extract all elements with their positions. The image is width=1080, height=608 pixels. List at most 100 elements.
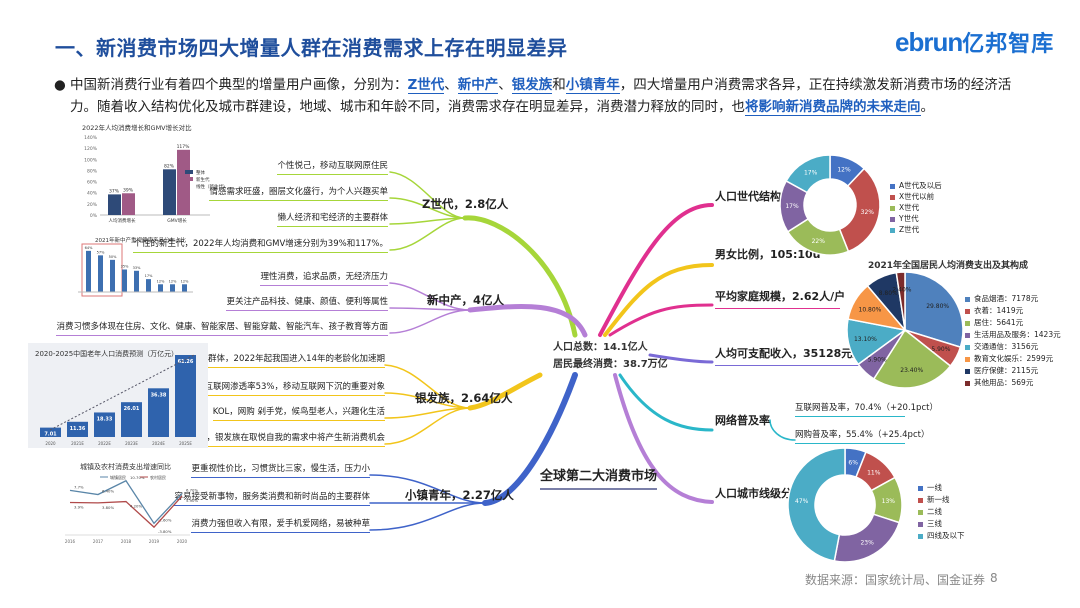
group-middle: 新中产，4亿人 (427, 293, 505, 307)
highlight-z: Z世代 (407, 77, 445, 94)
legend-item: 二线 (918, 506, 965, 518)
pie-label: 17% (804, 169, 818, 176)
pie-label: 47% (795, 498, 809, 505)
y-tick: 40% (87, 191, 98, 197)
pie-label: 5.90% (868, 357, 887, 364)
city-tier-label: 人口城市线级分布 (715, 487, 803, 500)
pie-label: 11% (867, 469, 881, 476)
y-tick: 60% (87, 180, 98, 186)
legend-label: 新生代 (196, 176, 210, 183)
legend-label: 线性（新生代） (196, 183, 228, 190)
pie-label: 22% (812, 238, 826, 245)
pie-label: 23% (860, 539, 874, 546)
sep: 、 (498, 77, 512, 93)
legend-label: 城镇居民 (110, 474, 126, 480)
intro-text: 中国新消费行业有着四个典型的增量用户画像，分别为： (70, 77, 408, 93)
pie-label: 10.80% (859, 307, 882, 314)
x-tick: 2024E (152, 441, 165, 446)
pie-label: 5.90% (931, 346, 950, 353)
legend-item: 生活用品及服务：1423元 (965, 329, 1061, 341)
logo-en: ebrun (895, 27, 963, 57)
bar (67, 421, 88, 437)
bar-label: 64% (85, 246, 93, 250)
y-tick: 140% (84, 135, 98, 141)
sep: 、 (444, 77, 458, 93)
x-tick: 人均消费增长 (109, 217, 136, 224)
legend-item: 交通通信：3156元 (965, 341, 1061, 353)
leaf: 与时俱进的消费群体，2022年起我国进入14年的老龄化加速期 (148, 352, 385, 368)
data-label: 3.80% (102, 505, 114, 510)
bar-label: 36.38 (151, 392, 167, 398)
legend-item: 居住：5641元 (965, 317, 1061, 329)
data-label: 3.9% (74, 505, 84, 510)
group-town: 小镇青年，2.27亿人 (405, 488, 514, 502)
x-tick: 2021E (71, 441, 84, 446)
leaf: 更重视性价比，习惯货比三家，慢生活，压力小 (191, 462, 370, 478)
pie-slice-0 (904, 271, 964, 349)
bar-label: 26.01 (124, 406, 140, 412)
pie-label: 2.40% (892, 287, 911, 294)
bar (40, 427, 61, 437)
bar (98, 255, 103, 292)
legend-label: 整体 (196, 169, 205, 176)
bar (146, 279, 151, 292)
ebrun-logo: ebrun亿邦智库 (895, 26, 1054, 58)
y-tick: 80% (87, 168, 98, 174)
bar-label: 18.33 (97, 416, 113, 422)
bar (163, 169, 176, 215)
internet-rate: 互联网普及率，70.4%（+20.1pct） (795, 401, 938, 417)
highlight-future: 将影响新消费品牌的未来走向 (745, 99, 921, 116)
pie-label: 13.10% (854, 336, 877, 343)
bar-label: 37% (109, 188, 120, 194)
bar (182, 284, 187, 292)
data-label: 6.40% (102, 489, 114, 494)
y-tick: 120% (84, 146, 98, 152)
leaf: 理性消费，追求品质，无经济压力 (260, 270, 388, 286)
urban-rural-title: 城镇及农村消费支出增速同比 (80, 463, 171, 471)
gender-ratio: 男女比例，105:10u (715, 248, 821, 261)
bar-label: 12% (157, 279, 165, 283)
spending-legend: 食品烟酒：7178元衣着：1419元居住：5641元生活用品及服务：1423元交… (965, 293, 1061, 389)
data-label: 7.7% (74, 484, 84, 489)
bar-label: 117% (177, 144, 191, 150)
x-tick: 2020 (177, 539, 188, 544)
bar-label: 50% (109, 255, 117, 259)
data-label: -3.80% (158, 529, 172, 534)
internet-label: 网络普及率 (715, 414, 770, 427)
leaf: 有闲有钱肯花钱，银发族在取悦自我的需求中将产生新消费机会 (146, 431, 385, 447)
elderly-title: 2020-2025中国老年人口消费预测（万亿元） (35, 350, 179, 358)
legend-swatch (185, 177, 193, 181)
household-size: 平均家庭规模，2.62人/户 (715, 288, 845, 309)
pie-slice-4 (787, 447, 846, 562)
legend-item: Y世代 (890, 213, 942, 224)
bar (86, 250, 91, 292)
legend-item: 新一线 (918, 494, 965, 506)
bar (122, 269, 127, 292)
spending-title: 2021年全国居民人均消费支出及其构成 (868, 261, 1029, 271)
legend-item: 四线及以下 (918, 530, 965, 542)
pie-label: 32% (861, 209, 875, 216)
pie-slice-2 (872, 328, 952, 389)
city-legend: 一线新一线二线三线四线及以下 (918, 482, 965, 542)
final-consumption: 居民最终消费：38.7万亿 (553, 359, 668, 370)
pie-label: 6% (848, 459, 858, 466)
pie-slice-3 (833, 513, 901, 563)
sep: 和 (552, 77, 566, 93)
x-tick: 2022E (98, 441, 111, 446)
y-tick: 100% (84, 157, 98, 163)
leaf: 懒人经济和宅经济的主要群体 (277, 211, 388, 227)
bar (122, 193, 135, 215)
x-tick: 2016 (65, 539, 76, 544)
y-tick: 0% (90, 213, 98, 219)
series-line (69, 495, 183, 529)
pie-label: 29.80% (926, 303, 949, 310)
x-tick: 2018 (121, 539, 132, 544)
data-label: 4.20% (130, 504, 142, 509)
pie-label: 23.40% (900, 367, 923, 374)
pie-slice-1 (838, 167, 881, 253)
leaf: 互联网渗透率53%，移动互联网下沉的重要对象 (204, 380, 385, 396)
leaf: 消费习惯多体现在住房、文化、健康、智能家居、智能穿戴、智能汽车、孩子教育等方面 (56, 320, 388, 336)
